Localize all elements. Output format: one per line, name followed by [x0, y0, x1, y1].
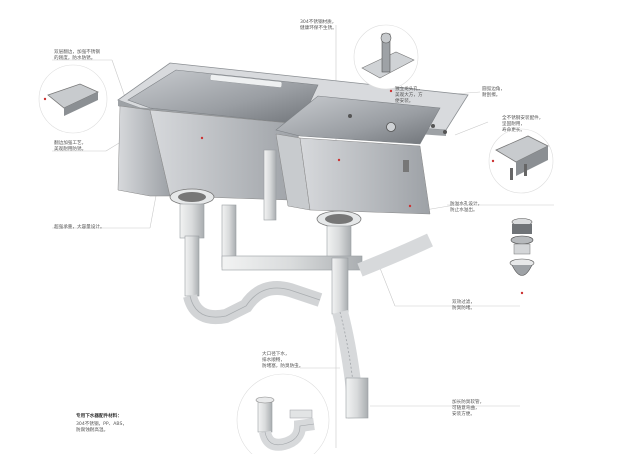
rim-detail-icon — [38, 64, 108, 134]
drain-pipes — [169, 149, 433, 419]
annotation-strainer: 双效过滤， 防臭防堵。 — [452, 300, 475, 312]
faucet-bolt-icon — [353, 24, 419, 93]
annotation-parts-body: 304不锈钢，PP、ABS， 防腐蚀耐高温。 — [76, 422, 128, 434]
p-trap-icon — [236, 373, 330, 454]
annotation-corner: 圆弧边角， 耐刮擦。 — [482, 87, 505, 99]
strainer-parts-icon — [509, 218, 535, 295]
annotation-capacity: 超强承重，大容量设计。 — [54, 225, 105, 230]
annotation-fittings: 全不锈钢安装配件， 坚固耐用， 寿命更长。 — [502, 116, 544, 134]
annotation-faucet-hole: 独立龙头孔， 美观大方，方 便安装。 — [395, 87, 423, 105]
annotation-parts-title: 专用下水器配件材料： — [76, 414, 122, 419]
corner-detail-icon — [488, 128, 554, 194]
annotation-large-drain: 大口径下水， 排水顺畅， 防堵塞，防臭防虫。 — [262, 352, 304, 370]
sink-body — [117, 62, 469, 215]
annotation-hose: 加长防臭软管， 可随意弯曲， 安装方便。 — [452, 400, 485, 418]
annotation-material: 304不锈钢材质， 健康环保不生锈。 — [300, 20, 337, 32]
annotation-overflow: 防溢水孔设计， 防止水溢出。 — [450, 202, 483, 214]
annotation-rim: 双层翻边，加强不锈钢 的刚度，防水防锈。 — [54, 50, 100, 62]
annotation-flange: 翻边加强工艺， 美观耐用防锈。 — [54, 141, 87, 153]
